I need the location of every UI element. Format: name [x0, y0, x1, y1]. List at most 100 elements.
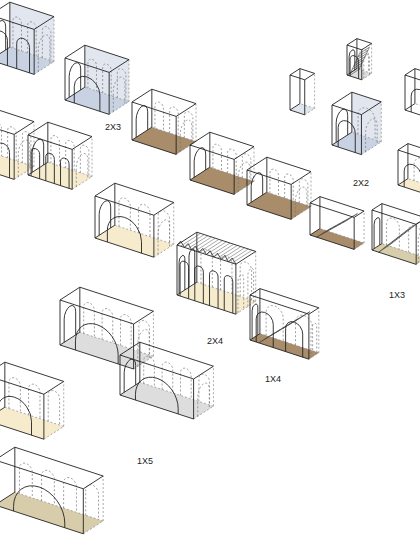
back-arches — [387, 216, 420, 256]
floor-fill — [398, 179, 420, 195]
front-arches — [0, 392, 32, 436]
end-arches — [252, 303, 258, 339]
floor-fill — [405, 104, 420, 120]
end-arches — [32, 136, 44, 172]
module-size-label: 1X5 — [136, 456, 154, 467]
module-size-label: 2X2 — [352, 178, 370, 189]
stair — [317, 214, 358, 238]
box-edge — [190, 132, 254, 194]
stair — [379, 222, 420, 252]
module-box — [405, 69, 420, 120]
floor-fill — [120, 382, 213, 419]
front-arches — [180, 260, 233, 313]
front-arches — [256, 310, 303, 358]
box-edge — [332, 92, 381, 154]
module-box — [247, 157, 311, 219]
module-box — [310, 197, 364, 250]
end-arches — [99, 198, 111, 236]
roof-ribs — [181, 233, 252, 263]
hidden-edge — [0, 122, 34, 180]
back-arches — [88, 58, 126, 101]
module-box — [290, 69, 315, 115]
box-edge — [0, 107, 34, 179]
module-box — [332, 92, 381, 154]
front-arches — [74, 73, 100, 112]
end-arches — [124, 356, 136, 392]
box-edge — [247, 157, 311, 219]
module-size-label: 1X4 — [264, 374, 282, 385]
end-arches-hidden — [295, 184, 307, 217]
end-arches-hidden — [238, 267, 254, 313]
box-edge — [120, 342, 213, 419]
box-edge — [0, 2, 54, 74]
end-arches-hidden — [76, 150, 88, 186]
hidden-edge — [352, 102, 381, 155]
back-arches — [270, 168, 308, 206]
end-arches — [179, 248, 195, 294]
back-arches — [0, 121, 31, 166]
front-arches — [338, 118, 355, 152]
hidden-edge — [115, 202, 174, 257]
back-arches — [51, 134, 89, 175]
hidden-edge — [320, 211, 364, 249]
module-box — [120, 342, 213, 419]
module-box — [95, 183, 174, 257]
back-arches — [414, 155, 420, 186]
floor-fill — [310, 229, 364, 250]
back-arches — [358, 105, 375, 139]
end-arches — [251, 170, 263, 203]
hidden-edge — [152, 104, 196, 155]
floor-fill — [332, 132, 381, 154]
end-arches — [349, 48, 355, 73]
module-box — [0, 107, 34, 179]
hidden-edge — [5, 381, 64, 439]
box-edge — [290, 69, 315, 115]
end-arches-hidden — [311, 322, 317, 358]
box-edge — [405, 69, 420, 120]
module-box — [28, 122, 92, 189]
back-arches — [9, 376, 60, 425]
floor-fill — [0, 47, 54, 74]
box-edge — [65, 45, 129, 114]
module-box — [0, 447, 103, 534]
module-size-label: 2X3 — [104, 122, 122, 133]
back-arches — [213, 143, 251, 181]
module-box — [372, 204, 420, 265]
end-arches-hidden — [418, 231, 420, 264]
box-edge — [250, 289, 319, 360]
module-box — [398, 144, 420, 195]
box-edge — [0, 362, 64, 439]
box-edge — [398, 144, 420, 195]
module-box — [190, 132, 254, 194]
end-arches-hidden — [113, 74, 125, 112]
box-edge — [177, 232, 256, 314]
box-edge — [95, 183, 174, 257]
front-arches — [31, 147, 69, 188]
end-arches — [64, 302, 76, 342]
module-box — [0, 362, 64, 439]
box-edge — [0, 447, 103, 534]
floor-fill — [0, 492, 103, 534]
back-arches — [119, 196, 170, 243]
box-edge — [372, 204, 420, 265]
module-size-label: 2X4 — [206, 336, 224, 347]
box-edge — [310, 197, 364, 250]
end-arches — [0, 17, 6, 57]
front-arches — [75, 318, 118, 364]
box-edge — [347, 39, 372, 80]
module-box — [0, 2, 54, 74]
front-arches — [350, 54, 359, 78]
floor-fill — [347, 69, 372, 80]
box-edge — [132, 89, 196, 154]
front-arches — [135, 371, 178, 414]
end-arches — [336, 106, 348, 142]
hidden-edge — [85, 60, 129, 115]
front-arches — [0, 29, 30, 73]
back-arches — [144, 355, 210, 405]
end-arches-hidden — [238, 159, 250, 192]
back-arches — [19, 461, 98, 519]
floor-fill — [290, 104, 315, 115]
front-arches — [411, 87, 420, 118]
